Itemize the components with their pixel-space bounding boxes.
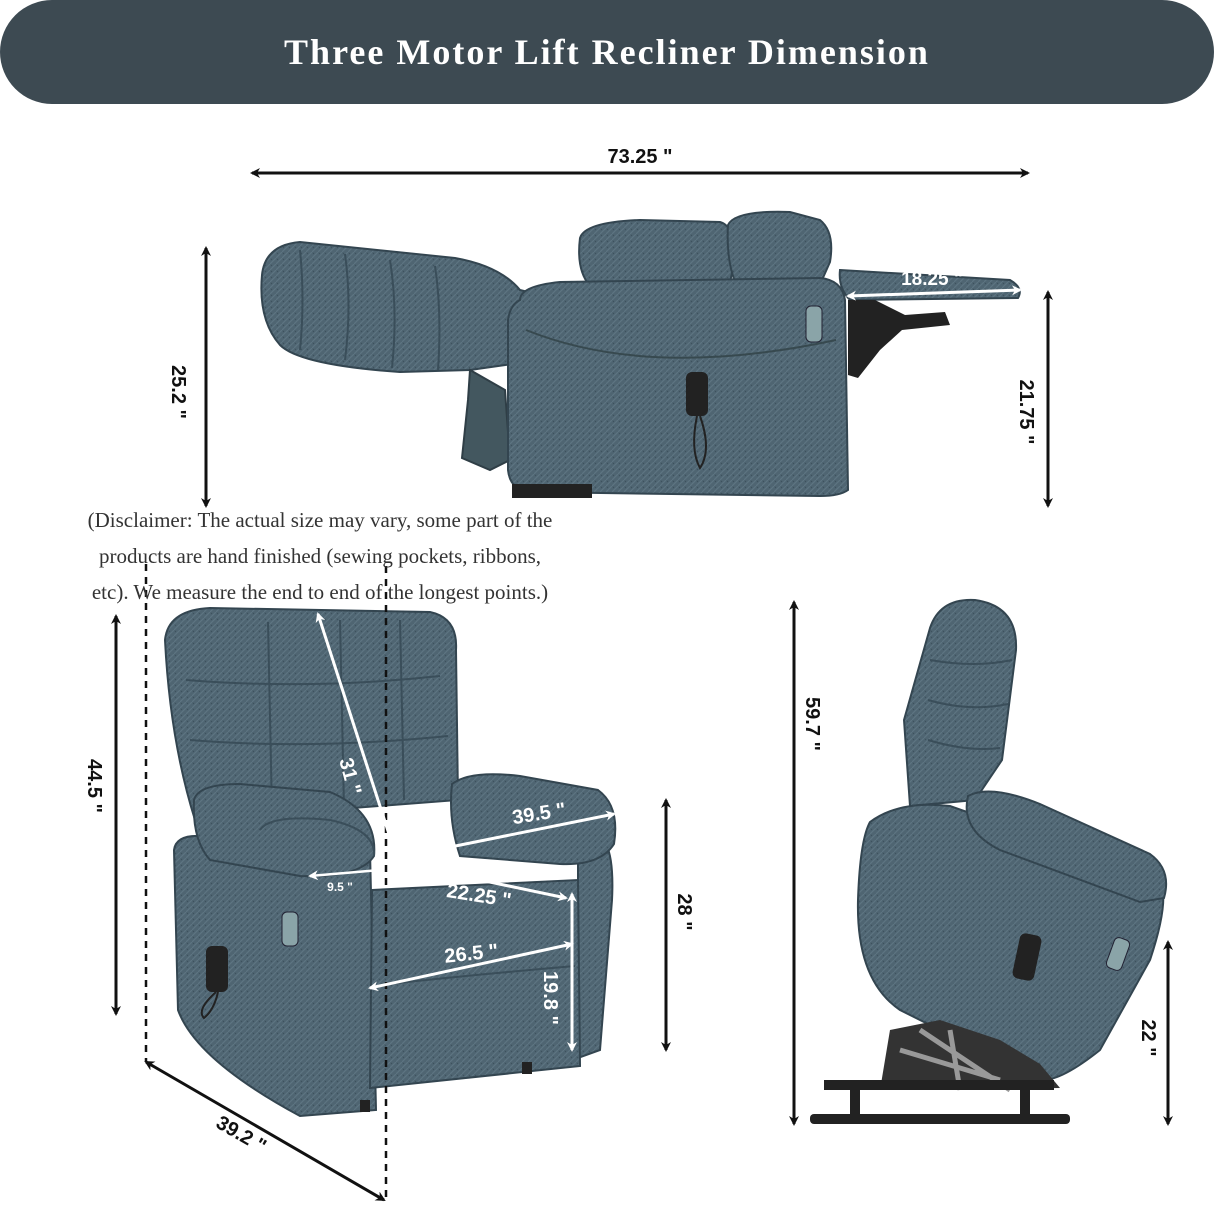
total-height-label: 44.5 " — [83, 759, 105, 813]
disclaimer-line-3: etc). We measure the end to end of the l… — [91, 580, 549, 604]
footrest-length-arrow — [846, 285, 1022, 301]
reclined-chair-illustration — [260, 210, 1021, 498]
seat-width-arrow — [402, 860, 568, 902]
seat-height-label: 19.8 " — [539, 971, 561, 1025]
lifted-chair-illustration — [810, 598, 1168, 1124]
front-remote-icon — [206, 946, 228, 992]
title-banner — [0, 0, 1214, 104]
footrest-length-label: 18.25 " — [901, 269, 963, 290]
arm-width-label: 9.5 " — [327, 880, 353, 894]
back-height-arrow — [315, 612, 401, 864]
lift-remote-icon — [1012, 933, 1042, 981]
disclaimer-line-1: (Disclaimer: The actual size may vary, s… — [87, 508, 553, 532]
seat-depth-arrow — [368, 940, 574, 992]
arm-to-arm-arrow — [394, 810, 616, 862]
overall-length-label: 73.25 " — [607, 146, 672, 168]
arm-height-label: 28 " — [673, 893, 695, 930]
footrest-height-label: 21.75 " — [1015, 379, 1037, 444]
reclined-height-label: 25.2 " — [167, 365, 189, 419]
front-chair-illustration — [163, 606, 617, 1118]
disclaimer-line-2: products are hand finished (sewing pocke… — [98, 544, 542, 568]
lifted-height-label: 59.7 " — [801, 697, 823, 751]
depth-arrow — [144, 1060, 386, 1202]
lift-height-label: 22 " — [1137, 1019, 1159, 1056]
page-title: Three Motor Lift Recliner Dimension — [284, 32, 930, 72]
remote-control-icon — [686, 372, 708, 416]
arm-width-arrow — [308, 865, 382, 881]
disclaimer-note: (Disclaimer: The actual size may vary, s… — [20, 502, 620, 610]
